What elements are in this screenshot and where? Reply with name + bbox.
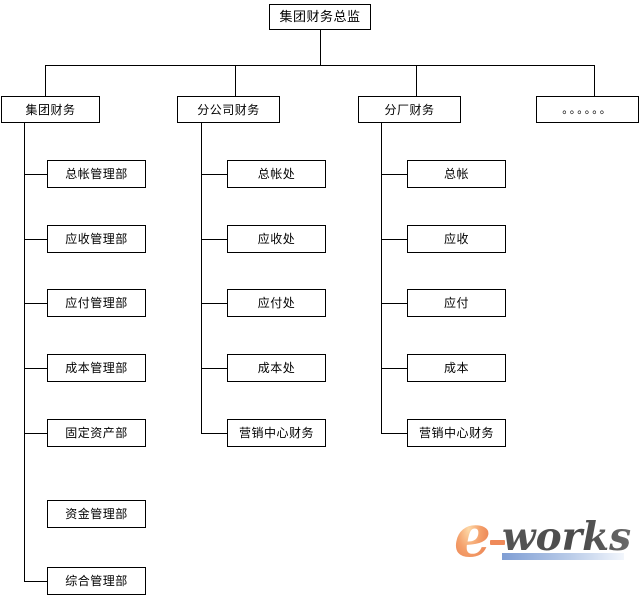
node-fund-mgmt-dept[interactable]: 资金管理部 xyxy=(47,500,146,528)
node-general-mgmt-dept[interactable]: 综合管理部 xyxy=(47,567,146,595)
node-label: 成本处 xyxy=(257,361,296,375)
node-ar-division[interactable]: 应收处 xyxy=(227,225,326,253)
node-label: 。。。。。。 xyxy=(562,103,613,116)
connector-trunk-col1 xyxy=(24,123,25,581)
connector-stub-fixed-asset-dept xyxy=(24,433,47,434)
node-label: 应付管理部 xyxy=(65,296,128,310)
node-sales-center-fin-b[interactable]: 营销中心财务 xyxy=(227,419,326,447)
connector-stub-ar-mgmt-dept xyxy=(24,239,47,240)
node-ar-plant[interactable]: 应收 xyxy=(407,225,506,253)
connector-stub-gl-mgmt-dept xyxy=(24,174,47,175)
connector-drop-branch-finance xyxy=(235,65,236,96)
node-gl-plant[interactable]: 总帐 xyxy=(407,160,506,188)
node-label: 综合管理部 xyxy=(65,574,128,588)
connector-stub-cost-division xyxy=(201,368,227,369)
node-ap-plant[interactable]: 应付 xyxy=(407,289,506,317)
node-ap-division[interactable]: 应付处 xyxy=(227,289,326,317)
node-label: 成本 xyxy=(443,361,469,375)
connector-stub-sales-center-fin-b xyxy=(201,433,227,434)
node-cost-division[interactable]: 成本处 xyxy=(227,354,326,382)
node-label: 总帐管理部 xyxy=(65,167,128,181)
node-label: 集团财务 xyxy=(25,102,76,117)
eworks-logo: e works xyxy=(452,500,632,572)
connector-stub-gl-plant xyxy=(381,174,407,175)
connector-root-stem xyxy=(320,30,321,65)
connector-trunk-col2 xyxy=(201,123,202,434)
node-ap-mgmt-dept[interactable]: 应付管理部 xyxy=(47,289,146,317)
logo-letter-e: e xyxy=(454,502,491,570)
node-gl-mgmt-dept[interactable]: 总帐管理部 xyxy=(47,160,146,188)
node-label: 应收 xyxy=(443,232,469,246)
node-label: 集团财务总监 xyxy=(279,9,361,25)
node-fixed-asset-dept[interactable]: 固定资产部 xyxy=(47,419,146,447)
node-label: 分厂财务 xyxy=(384,102,435,117)
connector-drop-more-ellipsis xyxy=(594,65,595,96)
connector-level2-bus xyxy=(45,65,594,66)
connector-trunk-col3 xyxy=(381,123,382,434)
node-label: 固定资产部 xyxy=(65,426,128,440)
connector-stub-ar-plant xyxy=(381,239,407,240)
node-sales-center-fin-p[interactable]: 营销中心财务 xyxy=(407,419,506,447)
connector-stub-ap-division xyxy=(201,303,227,304)
node-label: 分公司财务 xyxy=(197,102,260,117)
connector-stub-cost-plant xyxy=(381,368,407,369)
node-cost-plant[interactable]: 成本 xyxy=(407,354,506,382)
node-label: 应付 xyxy=(443,296,469,310)
logo-underline-bar xyxy=(502,553,624,560)
connector-stub-general-mgmt-dept xyxy=(24,581,47,582)
node-gl-division[interactable]: 总帐处 xyxy=(227,160,326,188)
node-label: 应收处 xyxy=(257,232,296,246)
connector-stub-sales-center-fin-p xyxy=(381,433,407,434)
node-label: 总帐处 xyxy=(257,167,296,181)
node-group-finance-director[interactable]: 集团财务总监 xyxy=(269,4,371,30)
connector-drop-group-finance xyxy=(45,65,46,96)
node-ar-mgmt-dept[interactable]: 应收管理部 xyxy=(47,225,146,253)
connector-stub-ap-plant xyxy=(381,303,407,304)
connector-stub-cost-mgmt-dept xyxy=(24,368,47,369)
node-label: 营销中心财务 xyxy=(238,426,314,440)
node-label: 应付处 xyxy=(257,296,296,310)
connector-stub-ar-division xyxy=(201,239,227,240)
logo-word-works: works xyxy=(502,514,631,560)
node-label: 应收管理部 xyxy=(65,232,128,246)
node-label: 营销中心财务 xyxy=(418,426,494,440)
connector-stub-gl-division xyxy=(201,174,227,175)
node-plant-finance[interactable]: 分厂财务 xyxy=(358,96,461,123)
connector-stub-ap-mgmt-dept xyxy=(24,303,47,304)
node-more-ellipsis[interactable]: 。。。。。。 xyxy=(536,96,639,123)
connector-drop-plant-finance xyxy=(416,65,417,96)
node-branch-finance[interactable]: 分公司财务 xyxy=(177,96,280,123)
node-label: 成本管理部 xyxy=(65,361,128,375)
logo-dash xyxy=(490,540,505,545)
node-label: 总帐 xyxy=(443,167,469,181)
node-cost-mgmt-dept[interactable]: 成本管理部 xyxy=(47,354,146,382)
node-label: 资金管理部 xyxy=(65,507,128,521)
node-group-finance[interactable]: 集团财务 xyxy=(1,96,100,123)
